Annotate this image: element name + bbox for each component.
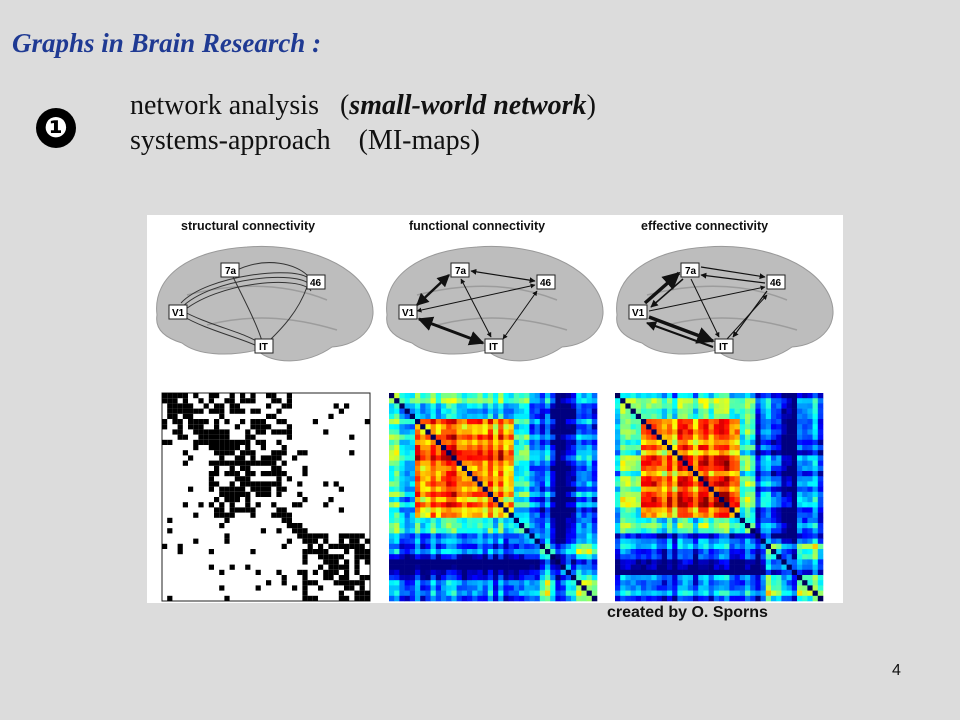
brain-diagram-functional: 7a V1 46 IT [386, 245, 604, 362]
functional-connectivity-matrix [389, 393, 598, 602]
node-7a-label: 7a [455, 266, 467, 277]
credit-text: created by O. Sporns [607, 604, 768, 621]
page-number: 4 [892, 662, 901, 679]
structural-connectivity-matrix [161, 392, 371, 602]
node-7a-label: 7a [225, 266, 237, 277]
node-v1-label: V1 [402, 308, 415, 319]
node-v1-label: V1 [632, 308, 645, 319]
node-7a-label: 7a [685, 266, 697, 277]
line1-emphasis: small-world network [349, 90, 587, 121]
line1-text: network analysis ( [130, 90, 350, 121]
node-46-label: 46 [540, 278, 552, 289]
numbered-bullet-icon: ❶ [36, 108, 76, 148]
node-46-label: 46 [310, 278, 322, 289]
line1-close: ) [586, 90, 596, 121]
bullet-text: network analysis (small-world network) s… [130, 88, 596, 158]
brain-diagram-structural: 7a V1 46 IT [156, 245, 374, 362]
panel-title-structural: structural connectivity [181, 219, 316, 233]
effective-connectivity-matrix [615, 393, 824, 602]
node-it-label: IT [719, 342, 728, 353]
panel-title-functional: functional connectivity [409, 219, 546, 233]
node-it-label: IT [259, 342, 268, 353]
node-46-label: 46 [770, 278, 782, 289]
connectivity-figure: structural connectivity functional conne… [147, 215, 843, 603]
bullet-line-systems-approach: systems-approach (MI-maps) [130, 125, 480, 156]
node-v1-label: V1 [172, 308, 185, 319]
panel-title-effective: effective connectivity [641, 219, 769, 233]
slide-title: Graphs in Brain Research : [12, 28, 322, 58]
brain-diagram-effective: 7a V1 46 IT [616, 245, 834, 362]
bullet-line-network-analysis: network analysis (small-world network) [130, 88, 596, 123]
connectivity-figure-graphics: 7a V1 46 IT 7a V1 46 [156, 245, 834, 602]
node-it-label: IT [489, 342, 498, 353]
